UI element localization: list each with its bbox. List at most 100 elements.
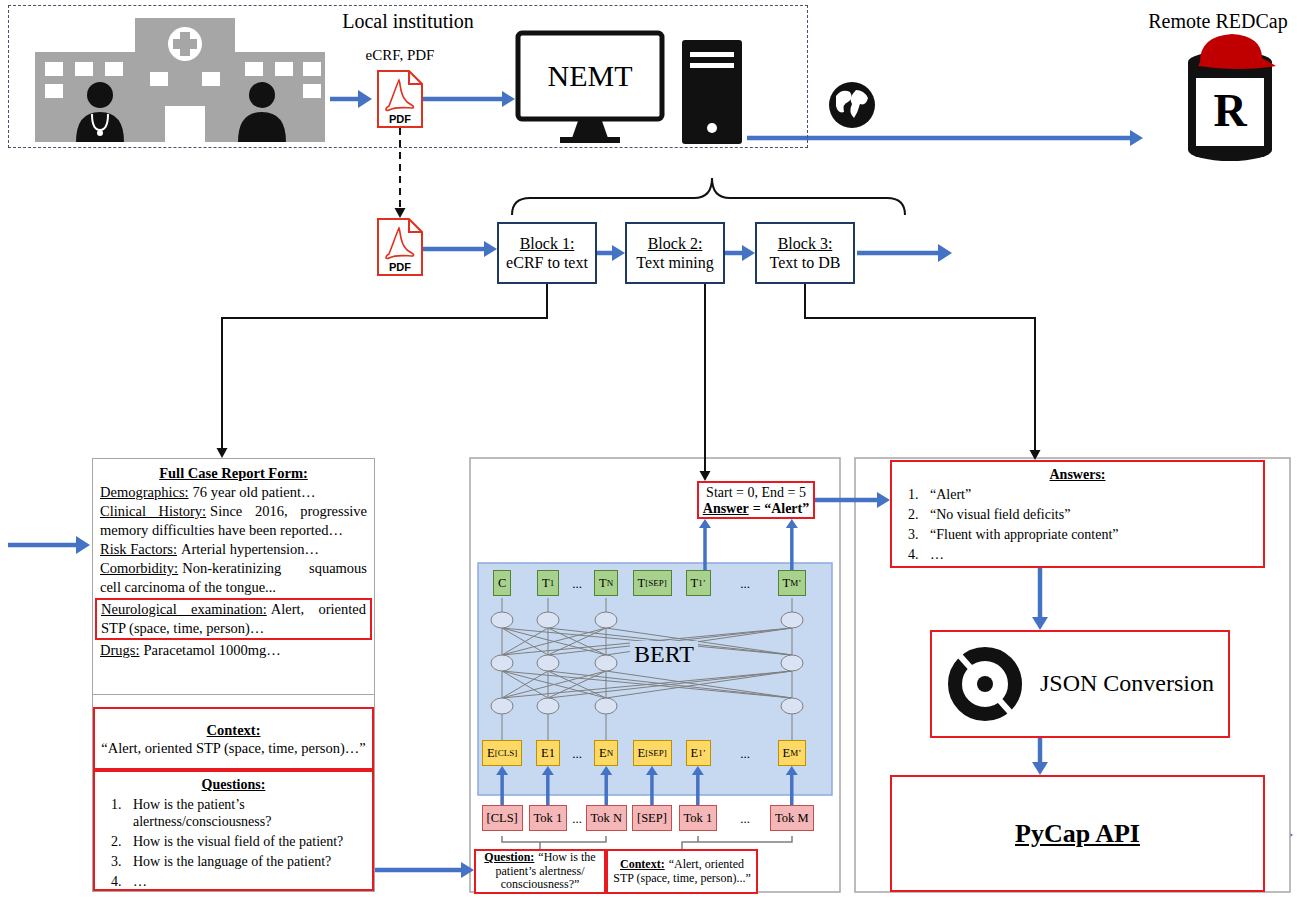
token-text: T	[599, 576, 607, 591]
report-entry: Risk Factors:Arterial hypertension…	[100, 540, 367, 559]
network-lines	[606, 598, 607, 612]
connector-line	[815, 498, 880, 503]
token-box: EM’	[778, 740, 807, 766]
hospital-illustration	[97, 130, 103, 136]
token-text: Tok 1	[534, 811, 563, 826]
network-lines	[606, 671, 607, 698]
globe-icon	[836, 91, 852, 113]
flow-arrow	[8, 543, 78, 548]
list-heading: Questions:	[103, 776, 364, 793]
token-box: TM’	[778, 570, 807, 596]
connector	[1032, 568, 1048, 630]
hospital-illustration	[173, 32, 197, 56]
hospital-illustration	[92, 114, 108, 130]
database-label: Remote REDCap	[1143, 8, 1293, 33]
screen-label: NEMT	[518, 33, 662, 119]
report-text: Full Case Report Form:Demographics:76 ye…	[93, 459, 374, 695]
report-entry: Clinical History:Since 2016, progressive…	[100, 502, 367, 540]
connector-line	[597, 251, 615, 256]
connector-line	[747, 136, 1133, 141]
arrow-head	[699, 519, 711, 528]
network-lines	[537, 612, 559, 628]
connector	[786, 519, 798, 570]
entry-label: Risk Factors:	[100, 541, 177, 557]
answers-box: Answers:1.“Alert”2.“No visual field defi…	[890, 460, 1265, 568]
network-lines	[502, 671, 503, 698]
arrow-head	[786, 766, 798, 775]
block-number: Block 1:	[501, 234, 593, 253]
network-lines	[548, 628, 606, 655]
ellipsis: ...	[733, 576, 757, 592]
input-box: Question:“How is the patient’s alertness…	[474, 849, 606, 894]
report-entry: Comorbidity:Non-keratinizing squamous ce…	[100, 559, 367, 597]
connector	[692, 766, 704, 805]
file-type: PDF	[377, 261, 423, 273]
pdf-icon	[378, 71, 422, 127]
hospital-illustration	[303, 84, 321, 98]
network-lines	[606, 714, 607, 740]
network-lines	[606, 671, 792, 698]
json-label: JSON Conversion	[1032, 632, 1222, 736]
token-box: E1’	[686, 740, 711, 766]
token-box: T[SEP]	[633, 570, 672, 596]
json-box: JSON Conversion	[930, 630, 1230, 738]
hospital-illustration	[105, 62, 123, 76]
token-box: C	[493, 570, 511, 596]
api-box: PyCap API	[890, 775, 1265, 892]
arrow-head	[786, 519, 798, 528]
block-name: Text to DB	[759, 253, 851, 272]
connector	[597, 245, 625, 261]
context-box: Context:“Alert, oriented STP (space, tim…	[93, 707, 374, 770]
token-text: [SEP]	[637, 811, 667, 826]
connector	[374, 862, 474, 878]
token-text: E	[783, 746, 791, 761]
entry-label: Comorbidity:	[100, 560, 178, 576]
network-lines	[548, 671, 606, 698]
token-text: C	[498, 576, 506, 591]
connector	[600, 766, 612, 805]
network-lines	[781, 612, 803, 628]
arrow-head	[1130, 130, 1143, 146]
logo-letter: R	[1200, 86, 1260, 136]
block-number: Block 3:	[759, 234, 851, 253]
json-logo	[977, 676, 993, 692]
hospital-illustration	[249, 82, 275, 108]
report-entry: Drugs:Paracetamol 1000mg…	[100, 641, 367, 660]
list-item: How is the patient’s alertness/conscious…	[133, 796, 364, 830]
connector	[395, 128, 406, 218]
entry-label: Demographics:	[100, 484, 189, 500]
network-lines	[781, 698, 803, 714]
token-box: [SEP]	[632, 805, 672, 831]
network-lines	[502, 598, 503, 612]
ellipsis: ...	[565, 576, 589, 592]
ellipsis: ...	[733, 746, 757, 762]
json-logo	[955, 654, 1015, 714]
block-name: Text mining	[629, 253, 721, 272]
region-title: Local institution	[9, 6, 807, 33]
connector	[496, 766, 508, 805]
connector-line	[546, 773, 550, 805]
list-item: …	[930, 546, 1255, 563]
case-report-panel: Full Case Report Form:Demographics:76 ye…	[92, 458, 375, 892]
computer-icon	[572, 121, 608, 138]
arrow-head	[742, 245, 755, 261]
connector	[747, 130, 1143, 146]
answer-text: = “Alert”	[753, 501, 810, 516]
list-heading: Answers:	[900, 466, 1255, 483]
network-lines	[595, 698, 617, 714]
bert-model: BERTCT1TNT[SEP]T1’TM’E[CLS]E1ENE[SEP]E1’…	[478, 563, 832, 795]
globe-icon	[829, 82, 875, 128]
network-lines	[502, 628, 606, 655]
token-text: Tok M	[775, 811, 809, 826]
computer-icon	[518, 33, 742, 144]
token-box: Tok 1	[679, 805, 718, 831]
arrow-head	[496, 766, 508, 775]
hospital-illustration	[45, 62, 63, 76]
connector-line	[604, 773, 608, 805]
hospital-illustration	[245, 62, 263, 76]
list-item: How is the visual field of the patient?	[133, 833, 364, 850]
network-lines	[537, 698, 559, 714]
report-entry: Demographics:76 year old patient…	[100, 483, 367, 502]
token-box: T1’	[686, 570, 711, 596]
computer-icon	[690, 63, 734, 68]
